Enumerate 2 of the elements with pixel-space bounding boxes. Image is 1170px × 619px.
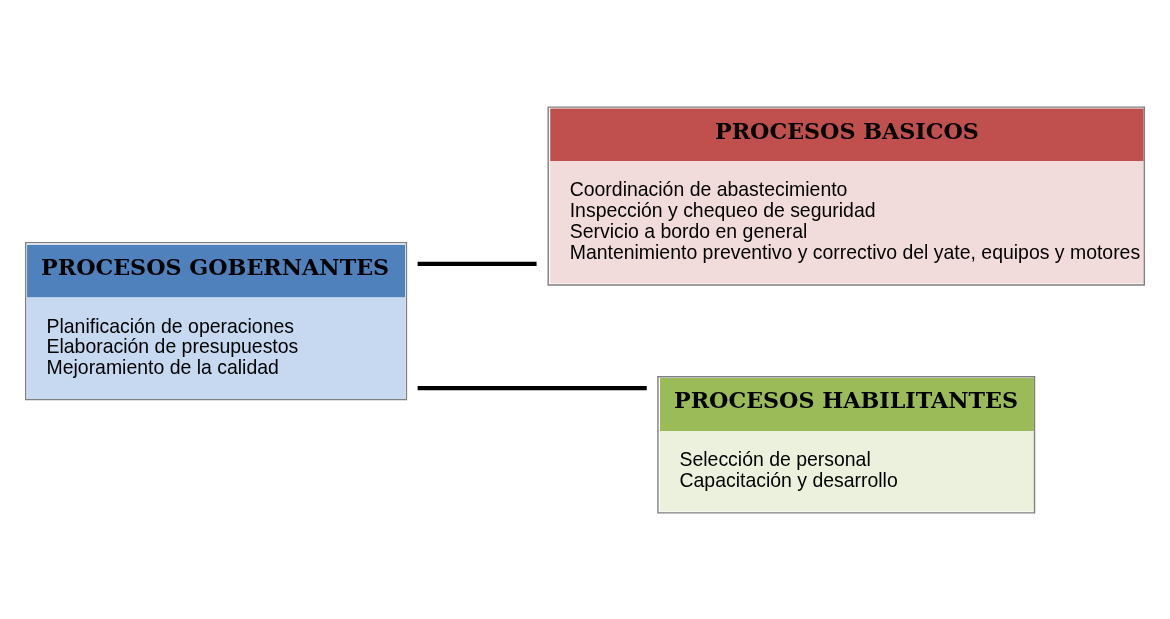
connector bbox=[417, 261, 537, 266]
connector bbox=[417, 385, 647, 390]
